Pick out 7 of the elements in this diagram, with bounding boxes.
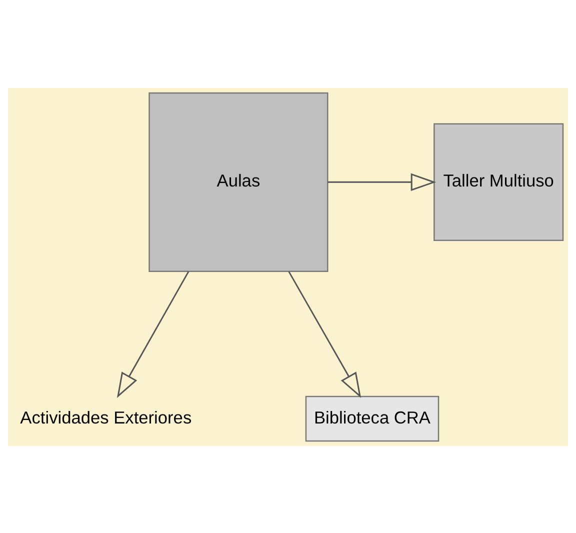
arrow <box>328 172 436 190</box>
node-box: Biblioteca CRA <box>305 395 440 442</box>
node-text: Actividades Exteriores <box>20 406 192 427</box>
node-box: Aulas <box>148 92 328 272</box>
node-box: Taller Multiuso <box>434 122 564 240</box>
arrow <box>116 270 190 398</box>
arrow <box>288 270 362 398</box>
